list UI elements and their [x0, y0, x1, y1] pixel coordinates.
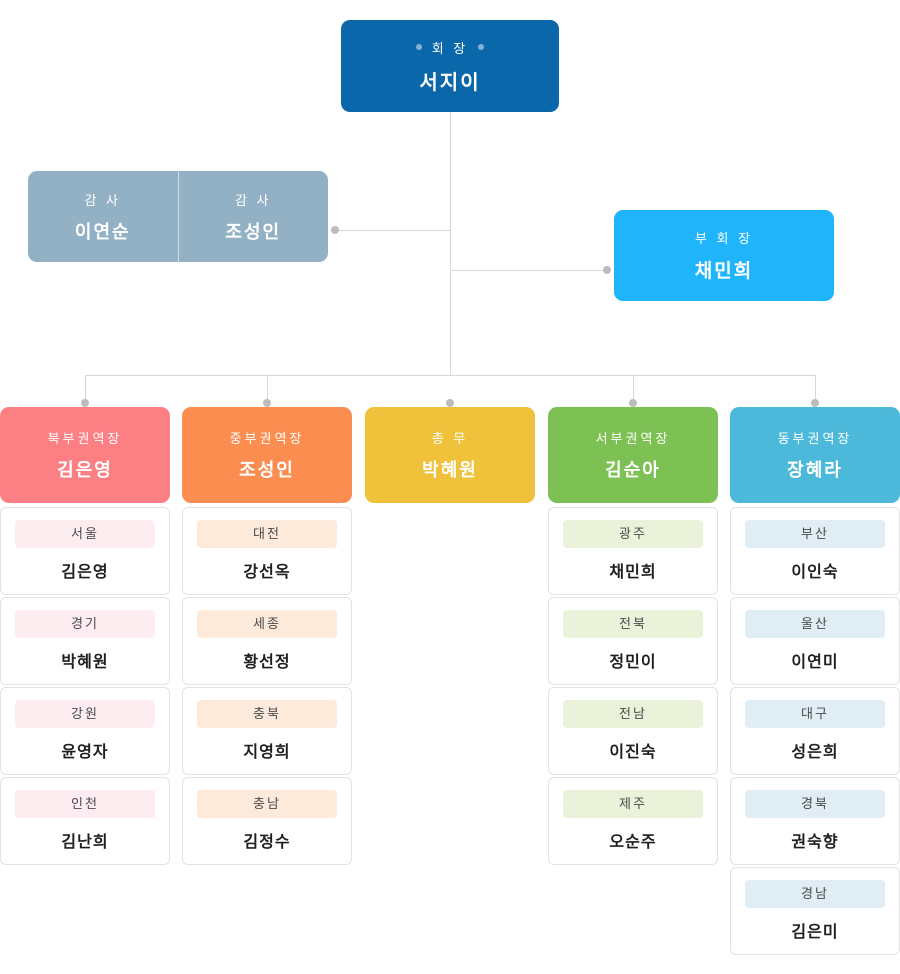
auditor-name: 조성인 [225, 221, 282, 242]
region-label: 부산 [745, 520, 885, 548]
region-label: 전북 [563, 610, 703, 638]
region-label: 전남 [563, 700, 703, 728]
vice-chairman-box: 부 회 장 채민희 [614, 210, 834, 301]
connector-line [450, 112, 451, 375]
auditor-title: 감 사 [234, 192, 272, 208]
branch-box-west: 서부권역장 김순아 [548, 407, 718, 503]
member-card: 충남 김정수 [182, 777, 352, 865]
connector-dot [331, 226, 339, 234]
chairman-name: 서지이 [419, 71, 481, 94]
auditor-box-1: 감 사 이연순 [28, 171, 179, 262]
region-label: 대구 [745, 700, 885, 728]
region-label: 인천 [15, 790, 155, 818]
chairman-box: 회 장 서지이 [341, 20, 559, 112]
connector-dot [603, 266, 611, 274]
member-name: 박혜원 [61, 654, 109, 671]
connector-dot [81, 399, 89, 407]
connector-line [85, 375, 86, 407]
member-name: 성은희 [791, 744, 839, 761]
member-card: 대전 강선옥 [182, 507, 352, 595]
connector-dot [263, 399, 271, 407]
connector-line [633, 375, 634, 407]
region-label: 서울 [15, 520, 155, 548]
member-name: 지영희 [243, 744, 291, 761]
branch-title: 중부권역장 [229, 431, 305, 446]
member-card: 인천 김난희 [0, 777, 170, 865]
branch-title: 서부권역장 [595, 431, 671, 446]
branch-title: 총 무 [431, 431, 469, 446]
branch-box-central: 중부권역장 조성인 [182, 407, 352, 503]
member-card: 경북 권숙향 [730, 777, 900, 865]
connector-dot [629, 399, 637, 407]
member-name: 정민이 [609, 654, 657, 671]
decorative-dot-icon [478, 44, 485, 50]
region-label: 대전 [197, 520, 337, 548]
region-label: 경기 [15, 610, 155, 638]
region-label: 강원 [15, 700, 155, 728]
chairman-title: 회 장 [431, 40, 469, 56]
region-label: 경북 [745, 790, 885, 818]
branch-box-general-affairs: 총 무 박혜원 [365, 407, 535, 503]
member-name: 김난희 [61, 834, 109, 851]
vice-chairman-name: 채민희 [694, 261, 754, 282]
region-label: 충북 [197, 700, 337, 728]
connector-line [339, 230, 450, 231]
member-card: 제주 오순주 [548, 777, 718, 865]
vice-chairman-title: 부 회 장 [694, 231, 754, 246]
member-card: 광주 채민희 [548, 507, 718, 595]
member-card: 부산 이인숙 [730, 507, 900, 595]
member-name: 황선정 [243, 654, 291, 671]
region-label: 경남 [745, 880, 885, 908]
member-name: 김은미 [791, 924, 839, 941]
member-name: 윤영자 [61, 744, 109, 761]
member-name: 강선옥 [243, 564, 291, 581]
member-name: 채민희 [609, 564, 657, 581]
member-name: 김은영 [61, 564, 109, 581]
region-label: 울산 [745, 610, 885, 638]
member-card: 강원 윤영자 [0, 687, 170, 775]
connector-line [267, 375, 268, 407]
branch-title: 동부권역장 [777, 431, 853, 446]
auditor-title: 감 사 [84, 192, 122, 208]
member-name: 이인숙 [791, 564, 839, 581]
member-card: 경기 박혜원 [0, 597, 170, 685]
member-name: 이진숙 [609, 744, 657, 761]
auditor-box-2: 감 사 조성인 [178, 171, 328, 262]
member-card: 충북 지영희 [182, 687, 352, 775]
member-card: 전북 정민이 [548, 597, 718, 685]
region-label: 광주 [563, 520, 703, 548]
connector-line [815, 375, 816, 407]
auditor-name: 이연순 [74, 221, 131, 242]
branch-head-name: 김순아 [605, 460, 661, 480]
member-card: 경남 김은미 [730, 867, 900, 955]
member-card: 전남 이진숙 [548, 687, 718, 775]
branch-head-name: 박혜원 [422, 460, 478, 480]
member-name: 이연미 [791, 654, 839, 671]
chairman-title-row: 회 장 [341, 38, 559, 57]
connector-dot [811, 399, 819, 407]
region-label: 세종 [197, 610, 337, 638]
region-label: 충남 [197, 790, 337, 818]
member-name: 김정수 [243, 834, 291, 851]
decorative-dot-icon [415, 44, 422, 50]
branch-title: 북부권역장 [47, 431, 123, 446]
member-card: 세종 황선정 [182, 597, 352, 685]
member-name: 오순주 [609, 834, 657, 851]
connector-line [85, 375, 815, 376]
member-card: 서울 김은영 [0, 507, 170, 595]
branch-head-name: 김은영 [57, 460, 113, 480]
branch-head-name: 조성인 [239, 460, 295, 480]
member-card: 대구 성은희 [730, 687, 900, 775]
auditors-group: 감 사 이연순 감 사 조성인 [28, 171, 328, 262]
region-label: 제주 [563, 790, 703, 818]
branch-box-east: 동부권역장 장혜라 [730, 407, 900, 503]
connector-dot [446, 399, 454, 407]
member-card: 울산 이연미 [730, 597, 900, 685]
connector-line [450, 270, 607, 271]
member-name: 권숙향 [791, 834, 839, 851]
branch-box-north: 북부권역장 김은영 [0, 407, 170, 503]
branch-head-name: 장혜라 [787, 460, 843, 480]
